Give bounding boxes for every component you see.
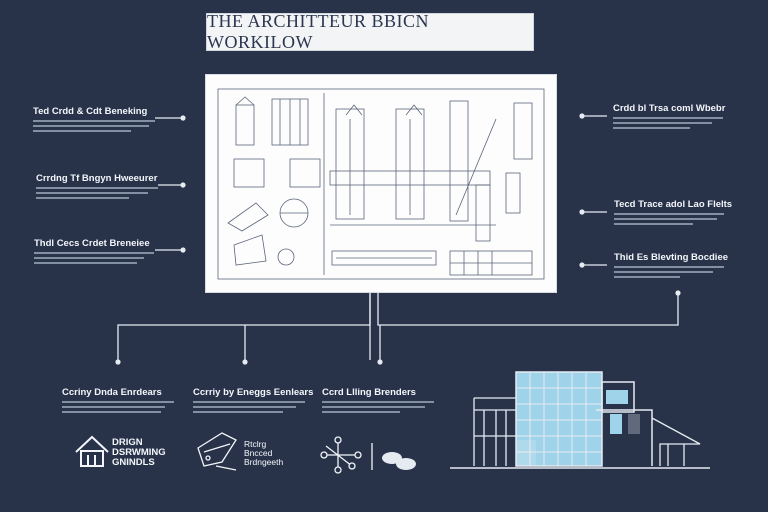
drafting-tool-icon — [197, 432, 237, 471]
stack-icon — [382, 452, 416, 470]
house-icon-label: DRIGN DSRWMING GNINDLS — [112, 437, 166, 468]
left-step-2-heading: Crrdng Tf Bngyn Hweeurer — [36, 173, 158, 184]
left-step-3-heading: Thdl Cecs Crdet Breneiee — [34, 238, 150, 249]
bottom-step-3-heading: Ccrd Llling Brenders — [322, 387, 416, 398]
bottom-step-1: Ccriny Dnda Enrdears — [62, 388, 174, 416]
building-illustration — [450, 371, 710, 469]
right-step-1-heading: Crdd bl Trsa coml Wbebr — [613, 103, 726, 114]
network-icon — [320, 436, 373, 474]
right-step-2-heading: Tecd Trace adol Lao Flelts — [614, 199, 733, 210]
blueprint-sheet — [205, 74, 557, 293]
blueprint-drawing — [217, 88, 545, 280]
bottom-step-2-heading: Ccrriy by Eneggs Eenlears — [193, 387, 314, 398]
right-step-2: Tecd Trace adol Lao Flelts — [614, 199, 733, 228]
tool-icon-label: Rtclrg Bncced Brdngeeth — [244, 439, 284, 467]
connector-bottom-3 — [377, 291, 679, 326]
left-step-3: Thdl Cecs Crdet Breneiee — [34, 239, 154, 267]
bottom-step-1-heading: Ccriny Dnda Enrdears — [62, 387, 162, 398]
connector-bottom-1 — [117, 291, 371, 360]
right-step-1: Crdd bl Trsa coml Wbebr — [613, 103, 726, 132]
bottom-step-2: Ccrriy by Eneggs Eenlears — [193, 387, 314, 416]
bottom-step-3: Ccrd Llling Brenders — [322, 388, 434, 416]
right-step-3: Thid Es Blevting Bocdiee — [614, 252, 729, 281]
left-step-1-heading: Ted Crdd & Cdt Beneking — [33, 106, 148, 117]
left-step-2: Crrdng Tf Bngyn Hweeurer — [36, 174, 158, 202]
page-title: THE ARCHITTEUR BBICN WORKILOW — [207, 11, 430, 52]
left-step-1: Ted Crdd & Cdt Beneking — [33, 107, 155, 135]
title-banner: THE ARCHITTEUR BBICN WORKILOW — [206, 11, 534, 52]
house-icon — [75, 435, 109, 467]
right-step-3-heading: Thid Es Blevting Bocdiee — [614, 252, 729, 263]
